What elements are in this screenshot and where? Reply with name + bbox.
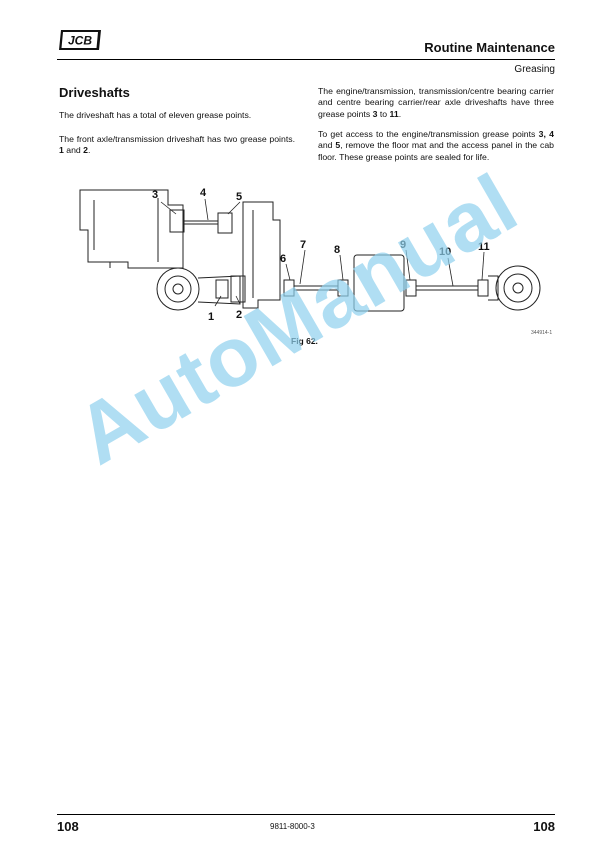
figure-code: 344914-1 [531, 330, 553, 336]
transmission-joint [283, 279, 295, 297]
callout-6: 6 [280, 253, 286, 265]
centre-bearing-carrier [353, 254, 405, 312]
callout-1: 1 [208, 311, 214, 323]
paragraph-total-points: The driveshaft has a total of eleven gre… [59, 110, 252, 120]
callout-9: 9 [400, 239, 406, 251]
section-title: Routine Maintenance [424, 40, 555, 55]
callout-3: 3 [152, 189, 158, 201]
front-driveshaft-joint [215, 279, 229, 299]
paragraph-driveshafts: The engine/transmission, transmission/ce… [318, 86, 554, 119]
engine-transmission-joint-b [217, 212, 233, 234]
front-axle-hub [156, 267, 200, 311]
paragraph-front-axle: The front axle/transmission driveshaft h… [59, 134, 295, 156]
driveshaft-diagram: 3 4 5 6 7 8 9 10 11 1 2 [79, 187, 541, 323]
callout-7: 7 [300, 239, 306, 251]
transmission-housing [242, 201, 281, 309]
figure-caption: Fig 62. [291, 336, 318, 346]
subsection-title: Greasing [514, 64, 555, 75]
callout-10: 10 [439, 246, 451, 258]
logo-text: JCB [68, 34, 92, 48]
page-heading: Driveshafts [59, 85, 130, 100]
rear-axle-hub [495, 265, 541, 311]
callout-11: 11 [478, 241, 490, 253]
callout-5: 5 [236, 191, 242, 203]
page-number-left: 108 [57, 819, 79, 834]
callout-2: 2 [236, 309, 242, 321]
engine-block [79, 189, 184, 269]
paragraph-access: To get access to the engine/transmission… [318, 129, 554, 162]
callout-8: 8 [334, 244, 340, 256]
jcb-logo: JCB [59, 30, 101, 50]
header-rule [57, 59, 555, 60]
engine-transmission-joint-a [169, 209, 185, 233]
page-number-right: 108 [533, 819, 555, 834]
footer-rule [57, 814, 555, 815]
callout-4: 4 [200, 187, 207, 199]
document-number: 9811-8000-3 [270, 822, 315, 831]
